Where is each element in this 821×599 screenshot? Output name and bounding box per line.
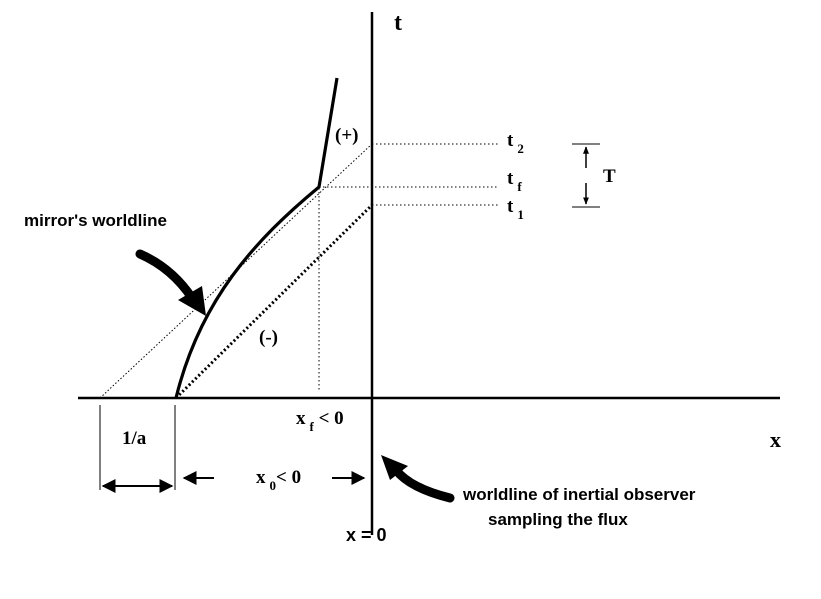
minus-ray [174,203,374,400]
inv-a-label: 1/a [122,428,147,449]
observer-pointer-arrow-shaft [391,465,455,503]
minus-ray-label: (-) [259,327,278,348]
mirror-pointer-arrow-head [178,286,206,316]
mirror-annotation: mirror's worldline [24,211,167,230]
observer-annotation-line2: sampling the flux [488,510,628,529]
x-axis-label: x [770,427,781,452]
mirror-pointer-arrow-shaft [135,249,197,303]
t-axis-label: t [394,10,402,36]
origin-label: x = 0 [346,525,387,545]
observer-pointer-arrow-head [381,455,408,480]
mirror-worldline [174,77,339,399]
interval-label: T [603,166,616,187]
observer-annotation-line1: worldline of inertial observer [462,485,696,504]
plus-ray-label: (+) [335,125,358,146]
